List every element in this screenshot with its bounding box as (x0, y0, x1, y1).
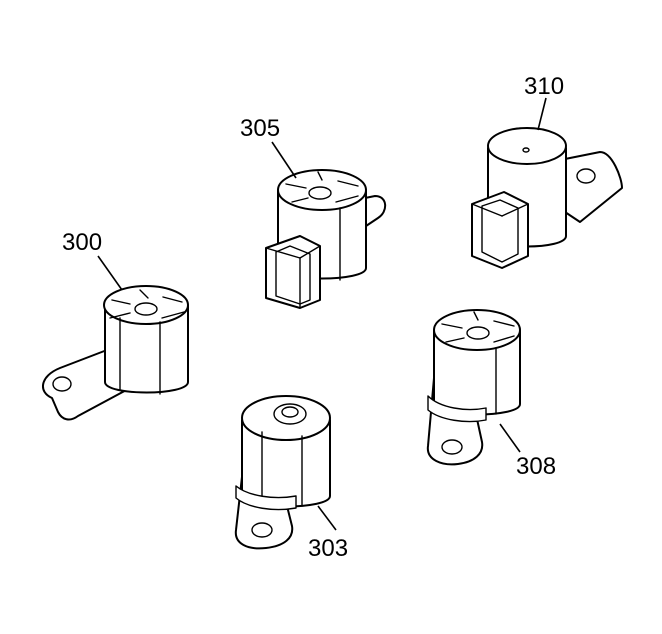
solenoid-305 (265, 169, 387, 309)
solenoid-308 (426, 309, 521, 466)
callout-305: 305 (240, 115, 280, 142)
callout-308: 308 (516, 453, 556, 480)
callout-310: 310 (524, 73, 564, 100)
callout-300: 300 (62, 229, 102, 256)
leader-310 (537, 97, 547, 131)
solenoid-300 (42, 285, 189, 421)
callout-303: 303 (308, 535, 348, 562)
leader-300 (97, 255, 123, 291)
leader-305 (271, 141, 297, 179)
solenoid-310 (471, 127, 623, 269)
solenoid-303 (234, 395, 331, 550)
leader-303 (317, 505, 337, 531)
leader-308 (499, 423, 521, 453)
